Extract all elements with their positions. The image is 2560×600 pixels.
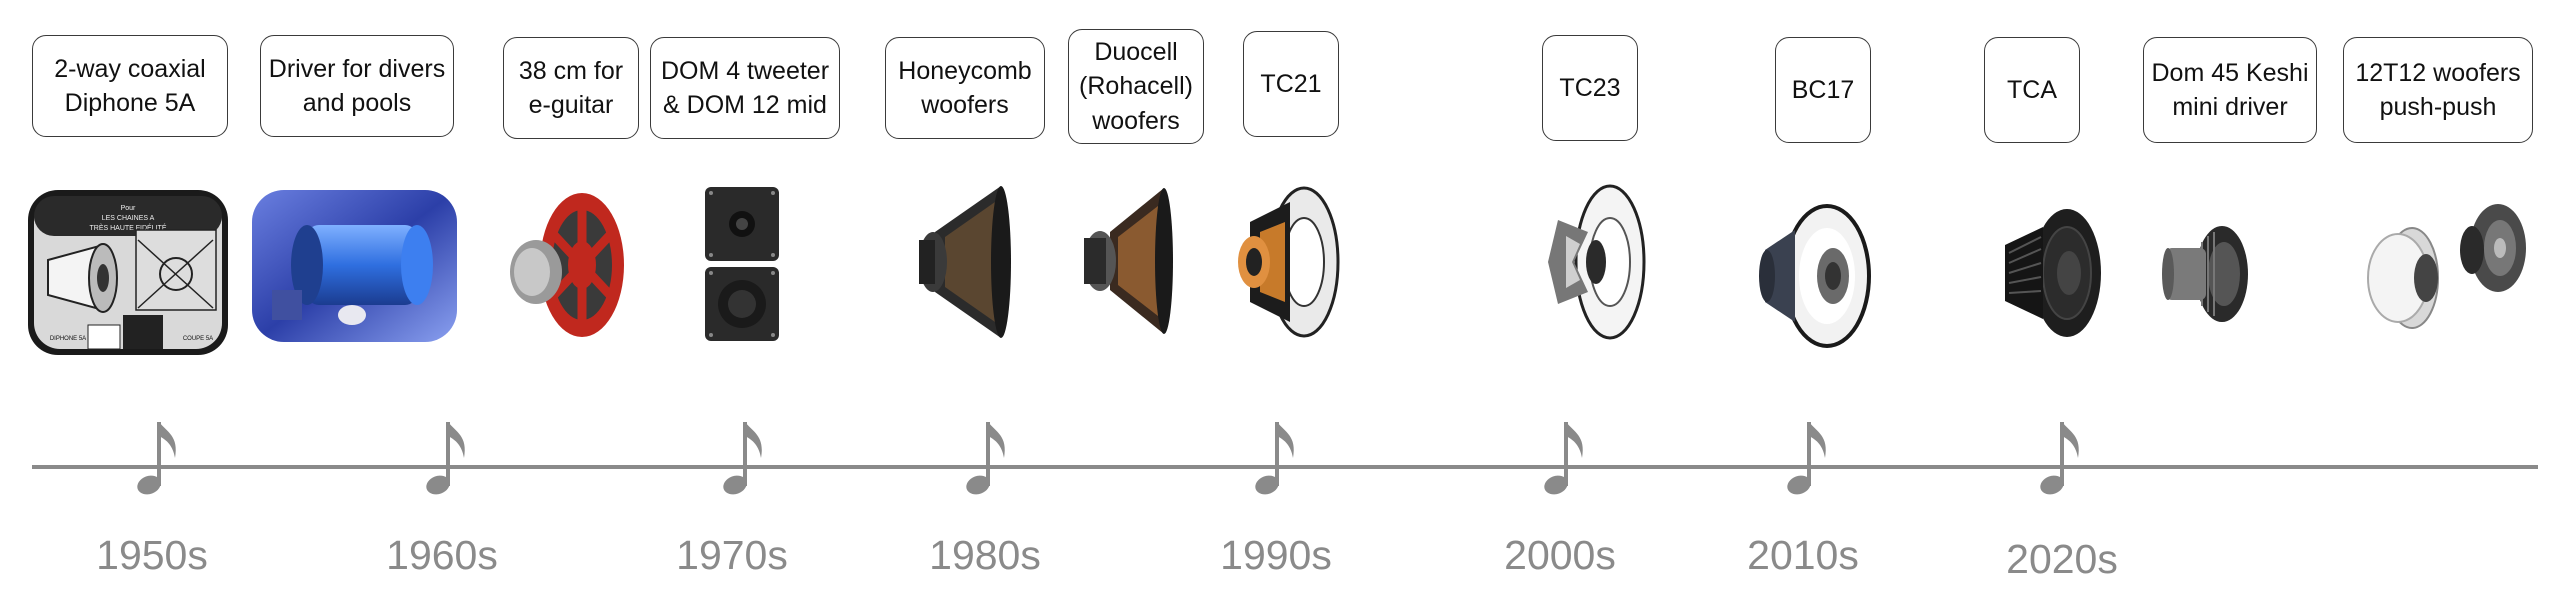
poster-text-fidelite: TRÈS HAUTE FIDÉLITÉ [89,223,166,232]
label-box-tc21: TC21 [1243,31,1339,137]
decade-label-1970s: 1970s [676,532,788,578]
diphone-5a-poster-image: Pour LES CHAINES A TRÈS HAUTE FIDÉLITÉ D… [28,190,228,355]
label-box-diphone-5a: 2-way coaxial Diphone 5A [32,35,228,137]
dom45-keshi-image [2162,222,2252,327]
music-note-icon [1255,422,1294,495]
music-note-icon [2040,422,2079,495]
label-box-divers-pools: Driver for divers and pools [260,35,454,137]
music-note-icon [137,422,176,495]
decade-label-1990s: 1990s [1220,532,1332,578]
music-note-icon [1544,422,1583,495]
decade-label-1960s: 1960s [386,532,498,578]
tca-image [1995,205,2103,341]
music-note-icon [723,422,762,495]
guitar-speaker-image [502,190,627,340]
honeycomb-woofer-image [915,182,1015,342]
dom4-dom12-image [703,185,781,343]
label-box-dom45-keshi: Dom 45 Keshi mini driver [2143,37,2317,143]
label-box-38cm-eguitar: 38 cm for e-guitar [503,37,639,139]
decade-label-2000s: 2000s [1504,532,1616,578]
12t12-pushpush-image [2350,198,2538,340]
tc21-image [1230,182,1342,342]
label-box-tc23: TC23 [1542,35,1638,141]
decade-label-1980s: 1980s [929,532,1041,578]
poster-text-pour: Pour [121,205,136,212]
duocell-woofer-image [1080,182,1178,340]
label-box-bc17: BC17 [1775,37,1871,143]
label-box-12t12-pushpush: 12T12 woofers push-push [2343,37,2533,143]
music-note-icon [426,422,465,495]
bc17-image [1755,200,1873,352]
poster-text-coupe: COUPE 5A [183,336,213,342]
music-note-icon [1787,422,1826,495]
pool-driver-image [252,190,457,342]
poster-text-diphone: DIPHONE 5A [50,336,86,342]
decade-label-1950s: 1950s [96,532,208,578]
music-note-icon [966,422,1005,495]
poster-text-chaines: LES CHAINES A [102,215,155,222]
tc23-image [1540,180,1650,345]
label-box-honeycomb-woofers: Honeycomb woofers [885,37,1045,139]
label-box-tca: TCA [1984,37,2080,143]
timeline-axis [32,465,2538,469]
decade-label-2010s: 2010s [1747,532,1859,578]
label-box-dom4-dom12: DOM 4 tweeter & DOM 12 mid [650,37,840,139]
label-box-duocell-woofers: Duocell (Rohacell) woofers [1068,29,1204,144]
decade-label-2020s: 2020s [2006,536,2118,582]
